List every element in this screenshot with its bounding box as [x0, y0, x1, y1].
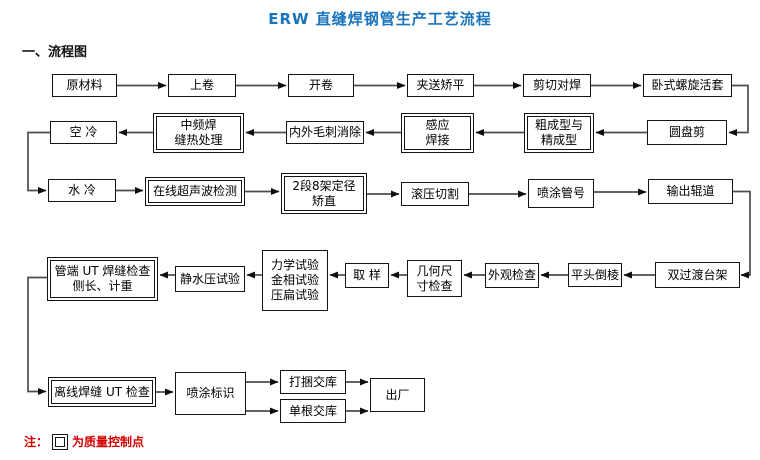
node-water-cooling: 水 冷	[48, 179, 116, 202]
page-title: ERW 直缝焊钢管生产工艺流程	[268, 10, 492, 28]
node-end-facing-beveling: 平头倒棱	[568, 263, 622, 287]
arrow-aircool-to-watercool	[27, 131, 50, 194]
node-hydrostatic-test: 静水压试验	[175, 266, 245, 292]
node-horizontal-spiral-looper: 卧式螺旋活套	[643, 74, 732, 97]
legend-note-text: 为质量控制点	[72, 435, 145, 449]
node-shear-butt-welding: 剪切对焊	[523, 74, 591, 97]
node-pinch-leveling: 夹送矫平	[407, 74, 474, 97]
node-double-transfer-rack: 双过渡台架	[655, 262, 740, 288]
node-coil-loading: 上卷	[168, 74, 236, 97]
node-roll-cutting: 滚压切割	[401, 182, 469, 206]
node-marking-spraying: 喷涂标识	[175, 372, 246, 415]
node-pipe-number-spraying: 喷涂管号	[528, 179, 594, 208]
node-visual-inspection: 外观检查	[485, 263, 539, 288]
node-pipe-end-ut-check: 管端 UT 焊缝检查 侧长、计重	[47, 257, 158, 301]
node-online-ultrasonic-test: 在线超声波检测	[145, 177, 245, 206]
node-delivery: 出厂	[370, 378, 425, 412]
legend-note-prefix: 注：	[24, 435, 49, 449]
section-heading: 一、流程图	[22, 45, 88, 60]
arrow-pipeend-to-offline	[27, 276, 47, 395]
node-burr-removal: 内外毛刺消除	[286, 121, 364, 144]
node-uncoiling: 开卷	[288, 74, 354, 97]
node-sizing-straightening: 2段8架定径 矫直	[281, 173, 367, 214]
node-output-roller-table: 输出辊道	[648, 179, 733, 204]
node-induction-welding: 感应 焊接	[401, 113, 474, 153]
node-lab-tests: 力学试验 金相试验 压扁试验	[262, 250, 328, 311]
quality-control-symbol	[52, 433, 69, 450]
node-disc-shear: 圆盘剪	[647, 120, 727, 145]
node-rough-fine-forming: 粗成型与 精成型	[524, 113, 594, 153]
node-mf-seam-heat-treatment: 中频焊 缝热处理	[153, 113, 244, 153]
node-air-cooling: 空 冷	[50, 121, 117, 144]
legend-note: 注： 为质量控制点	[24, 433, 144, 450]
node-dimension-check: 几何尺 寸检查	[407, 260, 462, 297]
node-bundle-to-warehouse: 打捆交库	[280, 370, 346, 394]
node-single-to-warehouse: 单根交库	[280, 399, 346, 423]
node-offline-seam-ut-check: 离线焊缝 UT 检查	[48, 377, 156, 407]
node-raw-material: 原材料	[52, 74, 117, 97]
node-sampling: 取 样	[345, 263, 389, 288]
